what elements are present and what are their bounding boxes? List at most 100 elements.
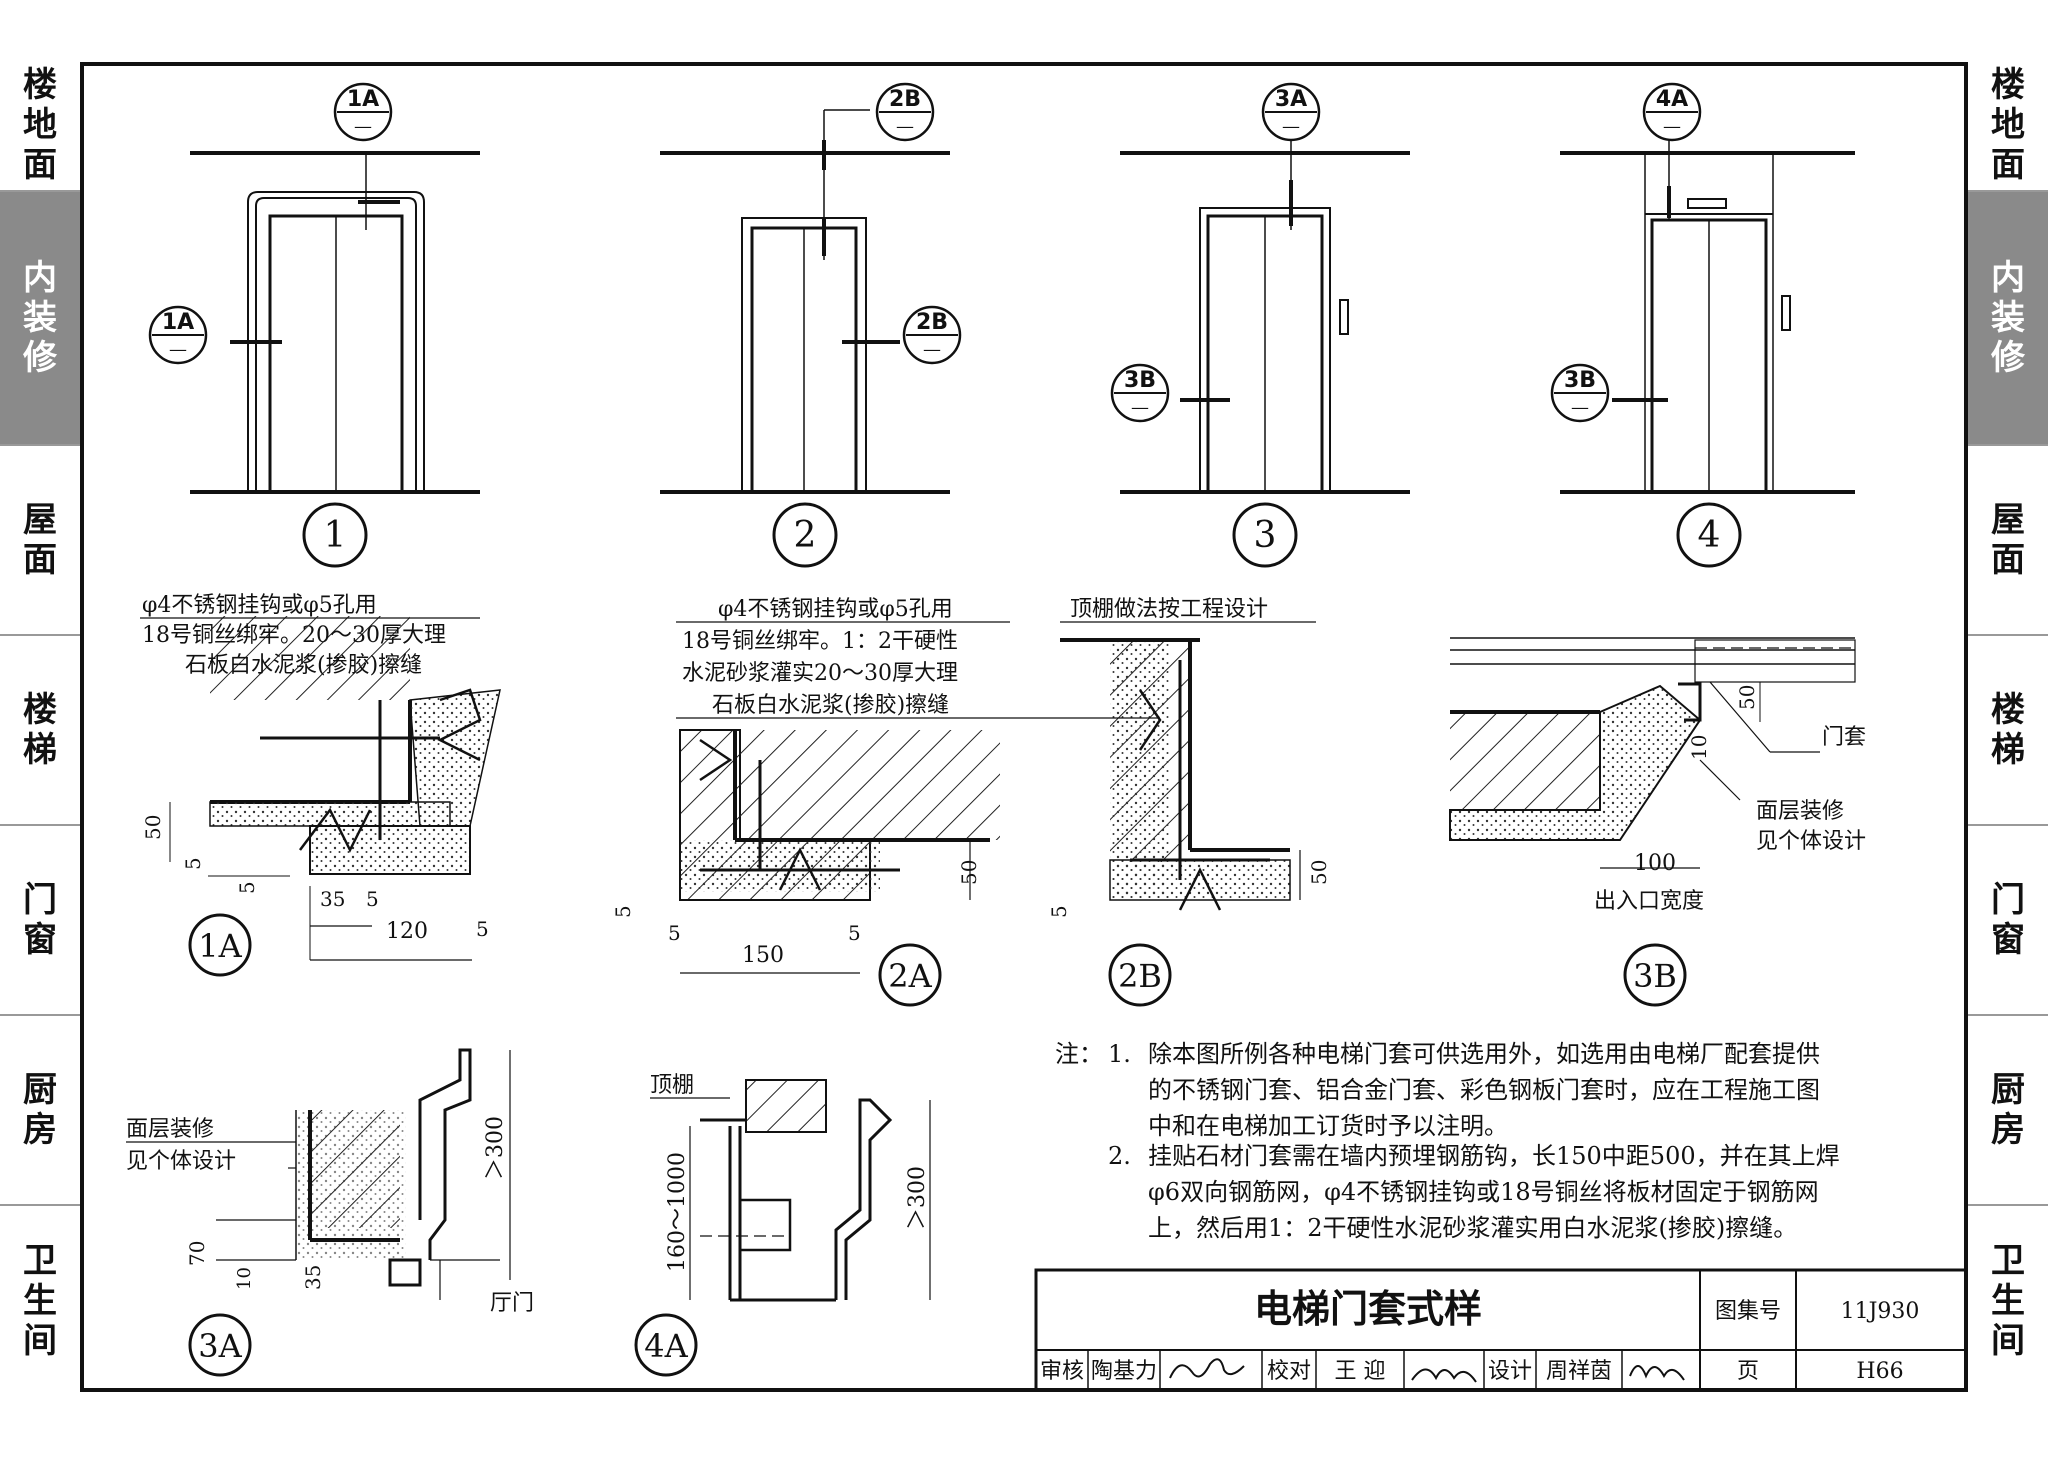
detail-label-2A[interactable]: 2A [878,943,942,1007]
d2B-dim-50: 50 [1307,860,1331,885]
tab-label: 门窗 [23,880,57,960]
review-label: 审核 [1040,1359,1084,1384]
note-1-line-2: 的不锈钢门套、铝合金门套、彩色钢板门套时，应在工程施工图 [1148,1076,1820,1104]
notes-prefix: 注： [1055,1040,1103,1068]
drawing-title: 电梯门套式样 [1254,1286,1482,1331]
svg-text:3B: 3B [1124,368,1156,393]
elevation-3 [1120,140,1410,494]
title-block-frame [1034,1268,1968,1392]
section-tag-3B-side-2[interactable]: 3B — [1550,363,1610,423]
notes-block: 注： 1. 除本图所例各种电梯门套可供选用外，如选用由电梯厂配套提供 的不锈钢门… [1055,1040,1840,1242]
d3B-callout-finish: 面层装修 [1756,799,1844,824]
d2A-note-line-3: 水泥砂浆灌实20～30厚大理 [682,661,958,686]
page-number: H66 [1856,1359,1903,1384]
tab-kitchen[interactable]: 厨房 [1968,1016,2048,1206]
d3A-callout-hall-door: 厅门 [490,1291,534,1316]
design-label: 设计 [1488,1359,1532,1384]
tab-label: 厨房 [1991,1070,2025,1150]
elevation-number-3[interactable]: 3 [1232,502,1298,568]
tab-label: 楼地面 [1991,65,2025,185]
tab-label: 屋面 [23,500,57,580]
svg-text:—: — [923,339,941,360]
detail-label-4A[interactable]: 4A [634,1313,698,1377]
tab-bathroom[interactable]: 卫生间 [0,1206,80,1396]
title-block: 电梯门套式样 图集号 11J930 页 H66 审核 陶基力 校对 王 迎 设计… [1040,1286,1919,1384]
detail-label-3B[interactable]: 3B [1623,943,1687,1007]
section-tag-3B-side[interactable]: 3B — [1110,363,1170,423]
tab-label: 卫生间 [23,1241,57,1361]
design-name: 周祥茵 [1546,1359,1612,1384]
elevation-4 [1560,140,1855,494]
note-2-line-3: 上，然后用1：2干硬性水泥砂浆灌实用白水泥浆(掺胶)擦缝。 [1148,1214,1797,1242]
tab-kitchen[interactable]: 厨房 [0,1016,80,1206]
tab-roof[interactable]: 屋面 [0,446,80,636]
tab-label: 楼梯 [23,690,57,770]
d1A-note-line-2: 18号铜丝绑牢。20～30厚大理 [142,623,446,648]
section-tag-4A-top[interactable]: 4A — [1642,82,1702,142]
section-tag-1A-top[interactable]: 1A — [333,82,393,142]
tab-label: 内装修 [1991,258,2025,378]
tab-floor[interactable]: 楼地面 [1968,60,2048,192]
d3A-callout-finish-2: 见个体设计 [126,1149,236,1174]
svg-text:1: 1 [324,515,347,556]
svg-text:2B: 2B [889,87,921,112]
detail-label-3A[interactable]: 3A [188,1313,252,1377]
svg-text:3: 3 [1254,515,1277,556]
detail-label-1A[interactable]: 1A [188,913,252,977]
note-2-line-1: 挂贴石材门套需在墙内预埋钢筋钩，长150中距500，并在其上焊 [1148,1142,1840,1170]
d1A-note-line-3: 石板白水泥浆(掺胶)擦缝 [185,653,422,678]
svg-text:3A: 3A [1275,87,1307,112]
svg-text:1A: 1A [347,87,379,112]
tab-label: 门窗 [1991,880,2025,960]
detail-label-2B[interactable]: 2B [1108,943,1172,1007]
section-tag-2B-top[interactable]: 2B — [875,82,935,142]
d1A-dim-50: 50 [141,815,165,840]
elevation-number-1[interactable]: 1 [302,502,368,568]
svg-text:4A: 4A [1656,87,1688,112]
tab-label: 屋面 [1991,500,2025,580]
tab-floor[interactable]: 楼地面 [0,60,80,192]
svg-text:1A: 1A [198,927,242,965]
page-label: 页 [1737,1359,1759,1384]
d2A-dim-5c: 5 [848,921,861,945]
tab-roof[interactable]: 屋面 [1968,446,2048,636]
tab-doors-windows[interactable]: 门窗 [0,826,80,1016]
detail-2B-drawing [1060,638,1301,911]
tab-stairs[interactable]: 楼梯 [0,636,80,826]
detail-2A-drawing [679,729,1000,974]
d1A-dim-120: 120 [386,919,428,944]
d2A-dim-5b: 5 [668,921,681,945]
tab-label: 卫生间 [1991,1241,2025,1361]
detail-1A-drawing [169,616,501,961]
elevation-1 [190,151,480,494]
svg-text:2B: 2B [1118,957,1162,995]
svg-text:1A: 1A [162,310,194,335]
tab-bathroom[interactable]: 卫生间 [1968,1206,2048,1396]
check-name: 王 迎 [1335,1359,1386,1384]
elevation-number-2[interactable]: 2 [772,502,838,568]
d3A-callout-finish: 面层装修 [126,1117,214,1142]
svg-text:4A: 4A [644,1327,688,1365]
tab-interior-active[interactable]: 内装修 [0,192,80,446]
d1A-dim-5d: 5 [476,917,489,941]
section-tag-2B-side[interactable]: 2B — [902,305,962,365]
tab-stairs[interactable]: 楼梯 [1968,636,2048,826]
tab-doors-windows[interactable]: 门窗 [1968,826,2048,1016]
d4A-dim-300: ＞300 [905,1166,930,1230]
d4A-dim-range: 160～1000 [665,1152,690,1272]
d2B-dim-5: 5 [1047,905,1071,918]
d4A-callout-ceiling: 顶棚 [650,1073,694,1098]
tab-interior-active[interactable]: 内装修 [1968,192,2048,446]
check-signature [1411,1368,1477,1383]
section-tag-3A-top[interactable]: 3A — [1261,82,1321,142]
note-1-line-1: 除本图所例各种电梯门套可供选用外，如选用由电梯厂配套提供 [1148,1040,1820,1068]
section-tag-1A-side[interactable]: 1A — [148,305,208,365]
review-name: 陶基力 [1091,1359,1157,1384]
d3A-dim-35: 35 [301,1265,325,1290]
detail-4A-drawing [689,1079,931,1302]
elevation-number-4[interactable]: 4 [1676,502,1742,568]
d2A-note-line-4: 石板白水泥浆(掺胶)擦缝 [712,693,949,718]
review-signature [1169,1358,1245,1379]
